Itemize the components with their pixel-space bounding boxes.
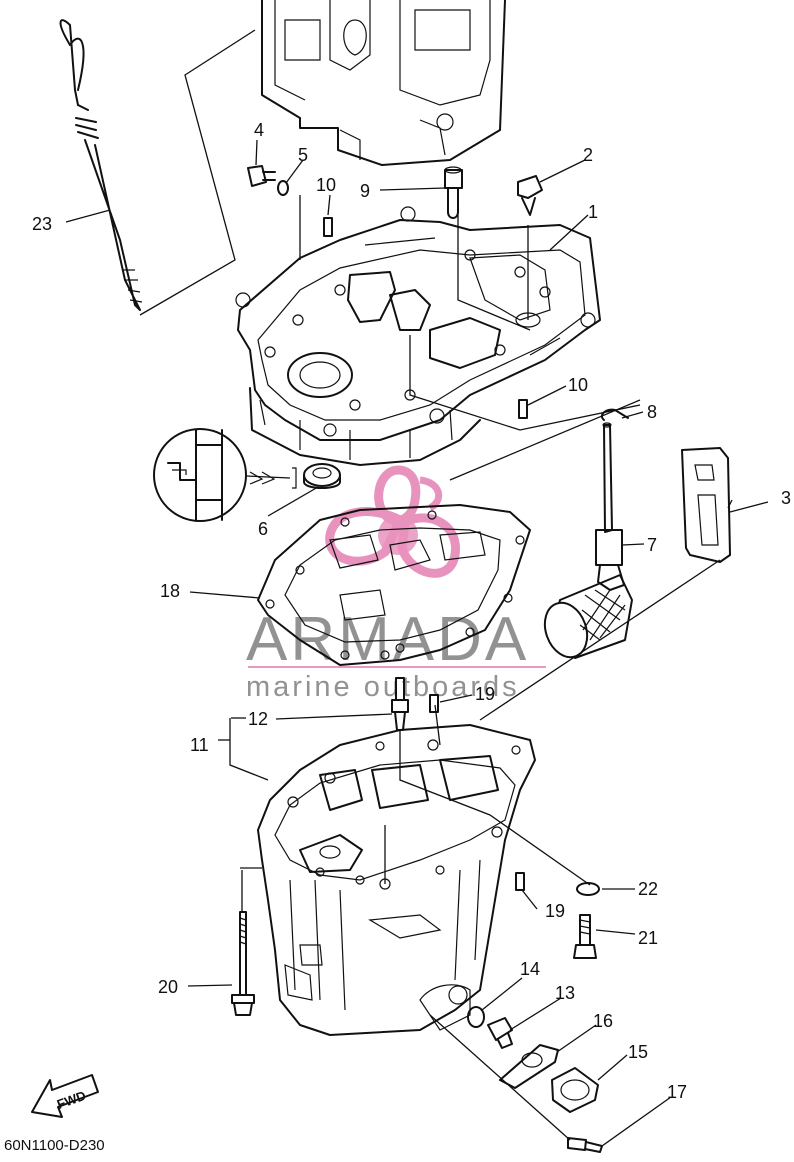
callout-12: 12: [248, 709, 268, 729]
pin-9: [444, 166, 463, 219]
callout-23: 23: [32, 214, 52, 234]
fasteners: [231, 165, 629, 1153]
callout-6: 6: [258, 519, 268, 539]
oil-seal: [303, 463, 341, 489]
dowel-19b: [515, 872, 525, 891]
callout-19a: 19: [475, 684, 495, 704]
seal-detail-view: [153, 428, 297, 522]
strainer-mesh-icon: [579, 589, 626, 641]
callout-10b: 10: [568, 375, 588, 395]
bolt-21: [573, 914, 597, 959]
leader-lines: [65, 139, 769, 1147]
fwd-arrow-icon: FWD: [31, 1074, 99, 1118]
callout-13: 13: [555, 983, 575, 1003]
callout-19b: 19: [545, 901, 565, 921]
dipstick: [59, 19, 256, 316]
oil-pan-upper: [235, 206, 601, 466]
gasket-14: [467, 1006, 485, 1028]
oil-pan-lower: [257, 724, 536, 1036]
washer-22: [576, 882, 600, 896]
plug-2: [517, 175, 543, 216]
callout-14: 14: [520, 959, 540, 979]
callout-18: 18: [160, 581, 180, 601]
dowel-10a: [323, 217, 333, 237]
callout-16: 16: [593, 1011, 613, 1031]
oil-strainer: [543, 422, 633, 659]
callout-11: 11: [190, 735, 209, 755]
drain-bolt-13: [487, 1017, 513, 1049]
fwd-label: FWD: [55, 1088, 88, 1112]
callout-9: 9: [360, 181, 370, 201]
gasket-16: [499, 1044, 559, 1089]
diagram-code: 60N1100-D230: [4, 1137, 105, 1154]
baffle-plate: [681, 447, 731, 563]
dowel-19a: [429, 694, 439, 713]
callout-15: 15: [628, 1042, 648, 1062]
cover-15: [551, 1067, 599, 1113]
screw-17: [567, 1137, 603, 1153]
callout-8: 8: [647, 402, 657, 422]
callout-3: 3: [781, 488, 791, 508]
callout-7: 7: [647, 535, 657, 555]
callout-1: 1: [588, 202, 598, 222]
callout-22: 22: [638, 879, 658, 899]
callout-2: 2: [583, 145, 593, 165]
callout-17: 17: [667, 1082, 687, 1102]
watermark-brand: ARMADA: [246, 605, 529, 674]
washer-5: [277, 180, 289, 196]
bolt-20: [231, 911, 255, 1016]
engine-block-outline: [261, 0, 506, 166]
watermark-tagline: marine outboards: [246, 671, 520, 703]
callout-10a: 10: [316, 175, 336, 195]
callout-21: 21: [638, 928, 658, 948]
dowel-10b: [518, 399, 528, 419]
callout-4: 4: [254, 120, 264, 140]
armada-logo-watermark: ARMADA marine outboards: [246, 465, 546, 703]
callout-labels: 1 2 3 4 5 6 7 8 9 10 10 11 12 13 14 15 1…: [32, 120, 791, 1102]
callout-5: 5: [298, 145, 308, 165]
callout-20: 20: [158, 977, 178, 997]
gasket: [257, 504, 531, 666]
bolt-4: [247, 165, 276, 187]
